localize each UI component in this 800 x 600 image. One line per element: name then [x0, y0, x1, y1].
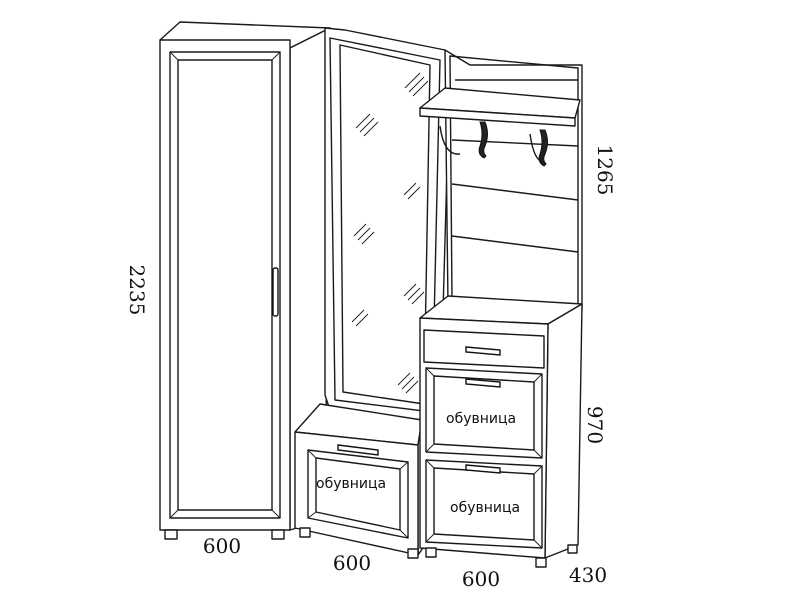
- upper-shoe-door-handle: [465, 378, 501, 388]
- lower-shoe-door-handle: [465, 464, 501, 474]
- dim-height-hanger: 1265: [593, 145, 617, 196]
- dim-width-mirror-module: 600: [333, 551, 371, 575]
- low-shoe-cabinet-handle: [337, 444, 379, 456]
- hanger-module: обувница обувница: [419, 49, 583, 568]
- lower-shoe-cabinet-label: обувница: [450, 500, 520, 516]
- dim-height-shoe-cabinet: 970: [583, 406, 607, 444]
- low-shoe-cabinet-label: обувница: [316, 476, 386, 492]
- mirror-module: обувница: [294, 27, 451, 559]
- hooks: [439, 121, 548, 167]
- wardrobe-handle: [272, 267, 279, 317]
- dim-width-wardrobe: 600: [203, 534, 241, 558]
- dim-width-hanger-module: 600: [462, 567, 500, 591]
- dim-height-total: 2235: [125, 265, 149, 316]
- upper-shoe-cabinet-label: обувница: [446, 411, 516, 427]
- mirror-glare-marks: [351, 72, 429, 394]
- dim-depth: 430: [569, 563, 607, 587]
- top-drawer-handle: [465, 346, 501, 356]
